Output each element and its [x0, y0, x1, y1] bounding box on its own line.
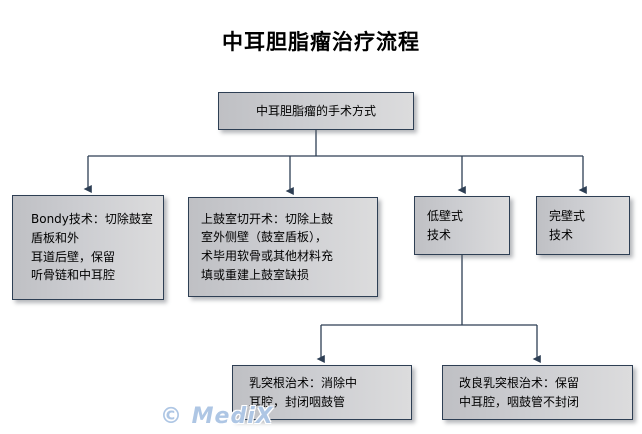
node-low-wall-label: 低壁式 技术 [427, 208, 464, 242]
node-modified-radical-mastoidectomy[interactable]: 改良乳突根治术：保留 中耳腔，咽鼓管不封闭 [442, 365, 633, 420]
node-radical-label: 乳突根治术：消除中 耳腔，封闭咽鼓管 [249, 375, 358, 409]
node-bondy-label: Bondy技术：切除鼓室盾板和外 耳道后壁，保留 听骨链和中耳腔 [31, 212, 153, 283]
node-atticotomy[interactable]: 上鼓室切开术：切除上鼓 室外侧壁（鼓室盾板）， 术毕用软骨或其他材料充 填或重建… [188, 197, 378, 297]
watermark: © MediX [160, 404, 274, 429]
node-bondy[interactable]: Bondy技术：切除鼓室盾板和外 耳道后壁，保留 听骨链和中耳腔 [12, 195, 164, 300]
node-mod-radical-label: 改良乳突根治术：保留 中耳腔，咽鼓管不封闭 [459, 375, 580, 409]
page-title: 中耳胆脂瘤治疗流程 [222, 30, 420, 54]
node-canal-wall-up-label: 完壁式 技术 [549, 208, 586, 242]
node-root[interactable]: 中耳胆脂瘤的手术方式 [218, 92, 414, 130]
node-radical-mastoidectomy[interactable]: 乳突根治术：消除中 耳腔，封闭咽鼓管 [232, 365, 412, 420]
node-canal-wall-up[interactable]: 完壁式 技术 [536, 196, 630, 255]
node-low-wall[interactable]: 低壁式 技术 [414, 196, 510, 255]
node-atticotomy-label: 上鼓室切开术：切除上鼓 室外侧壁（鼓室盾板）， 术毕用软骨或其他材料充 填或重建… [201, 211, 334, 282]
node-root-label: 中耳胆脂瘤的手术方式 [255, 103, 376, 118]
